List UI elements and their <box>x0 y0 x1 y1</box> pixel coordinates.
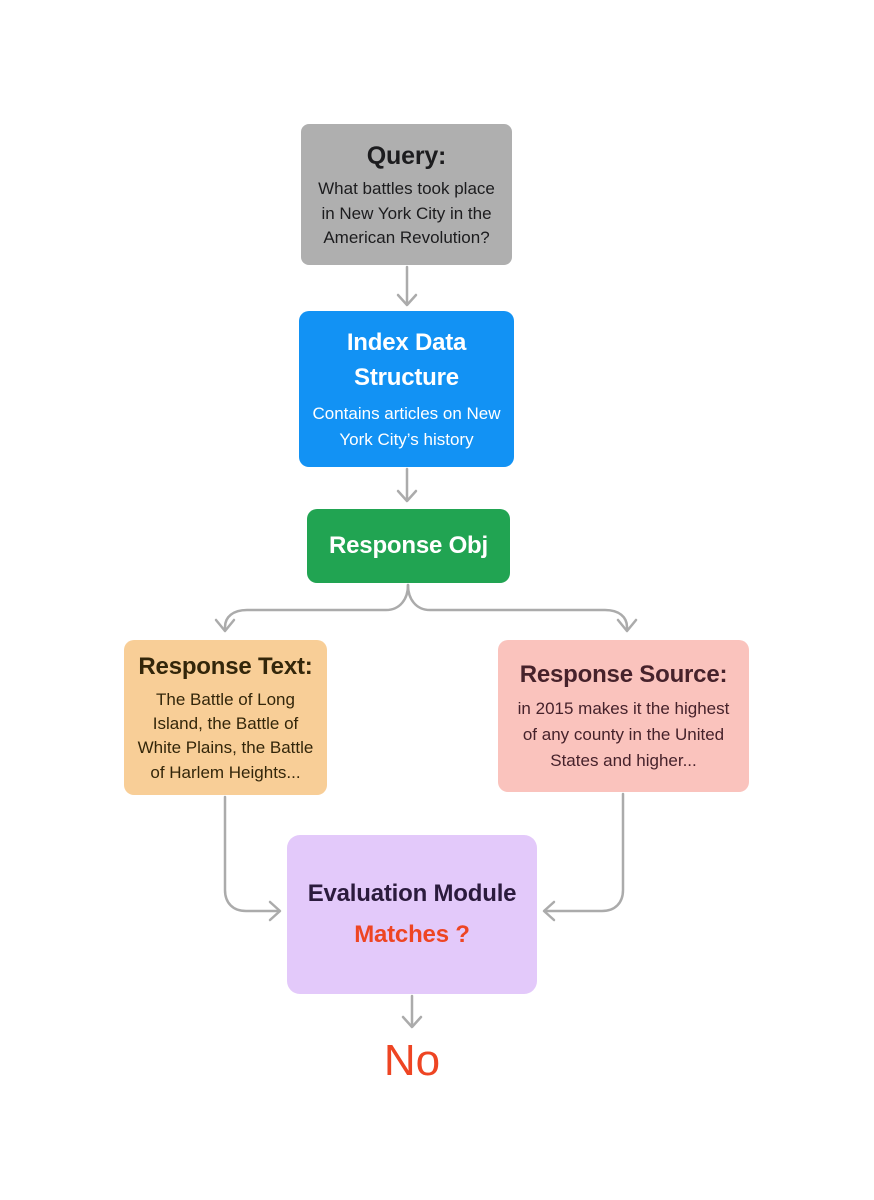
response-text-body: The Battle of Long Island, the Battle of… <box>137 690 314 782</box>
query-node: Query: What battles took place in New Yo… <box>301 124 512 265</box>
arrowhead-down-icon <box>396 489 418 503</box>
query-body: What battles took place in New York City… <box>318 179 495 248</box>
index-data-structure-node: Index Data Structure Contains articles o… <box>299 311 514 467</box>
arrowhead-left-icon <box>542 900 556 922</box>
response-source-node: Response Source: in 2015 makes it the hi… <box>498 640 749 792</box>
arrowhead-down-icon <box>616 618 638 633</box>
query-title: Query: <box>366 141 447 170</box>
index-data-structure-title: Index Data Structure <box>346 328 467 391</box>
response-source-title: Response Source: <box>519 661 728 689</box>
connector-response-text-to-evaluation <box>223 795 282 922</box>
connector-index-to-response-obj <box>396 467 418 503</box>
connector-query-to-index <box>396 265 418 307</box>
response-source-body: in 2015 makes it the highest of any coun… <box>517 699 730 770</box>
response-text-title: Response Text: <box>138 653 313 681</box>
evaluation-module-node: Evaluation Module Matches ? <box>287 835 537 994</box>
arrowhead-right-icon <box>268 900 282 922</box>
connector-evaluation-to-result <box>401 994 423 1029</box>
arrowhead-down-icon <box>401 1015 423 1029</box>
evaluation-module-title: Evaluation Module <box>307 879 517 907</box>
response-obj-title: Response Obj <box>329 531 488 559</box>
response-text-node: Response Text: The Battle of Long Island… <box>124 640 327 795</box>
arrowhead-down-icon <box>214 618 236 633</box>
arrowhead-down-icon <box>396 293 418 307</box>
index-data-structure-body: Contains articles on New York City’s his… <box>312 404 501 449</box>
connector-response-obj-to-response-source <box>406 583 638 633</box>
evaluation-module-question: Matches ? <box>354 920 470 948</box>
result-label: No <box>383 1036 441 1085</box>
connector-response-obj-to-response-text <box>214 583 410 633</box>
response-obj-node: Response Obj <box>307 509 510 583</box>
connector-response-source-to-evaluation <box>542 792 625 922</box>
